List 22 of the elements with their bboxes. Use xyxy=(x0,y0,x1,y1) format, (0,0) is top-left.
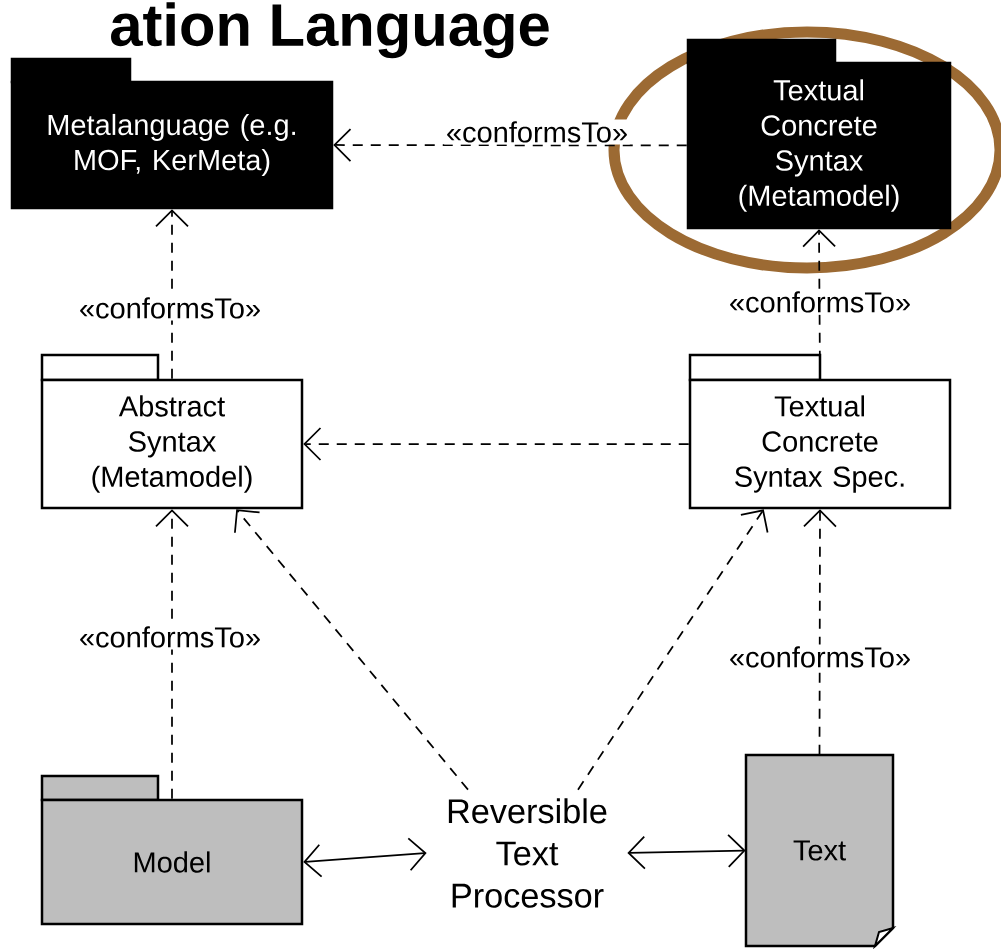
arrow xyxy=(803,509,837,756)
arrow xyxy=(303,427,690,461)
edge-label: «conformsTo» xyxy=(444,119,630,145)
arrow xyxy=(155,509,189,800)
arrow xyxy=(627,834,746,870)
package-folder: Textual Concrete Syntax (Metamodel) xyxy=(686,38,952,230)
package-folder: Abstract Syntax (Metamodel) xyxy=(40,353,304,510)
title: ation Language xyxy=(111,2,549,59)
package-folder: Metalanguage (e.g. MOF, KerMeta) xyxy=(10,57,334,210)
edge-label: «conformsTo» xyxy=(727,644,913,670)
arrow xyxy=(234,509,469,791)
edge-label: «conformsTo» xyxy=(77,624,263,650)
arrow xyxy=(303,837,427,878)
process-label: Reversible Text Processor xyxy=(448,798,607,908)
arrow xyxy=(802,229,836,380)
edge-label: «conformsTo» xyxy=(727,289,913,315)
arrow xyxy=(333,128,688,162)
package-folder: Model xyxy=(40,774,304,926)
arrow xyxy=(577,509,769,791)
arrow xyxy=(155,209,189,380)
package-folder: Textual Concrete Syntax Spec. xyxy=(688,353,952,510)
edge-label: «conformsTo» xyxy=(77,295,263,321)
